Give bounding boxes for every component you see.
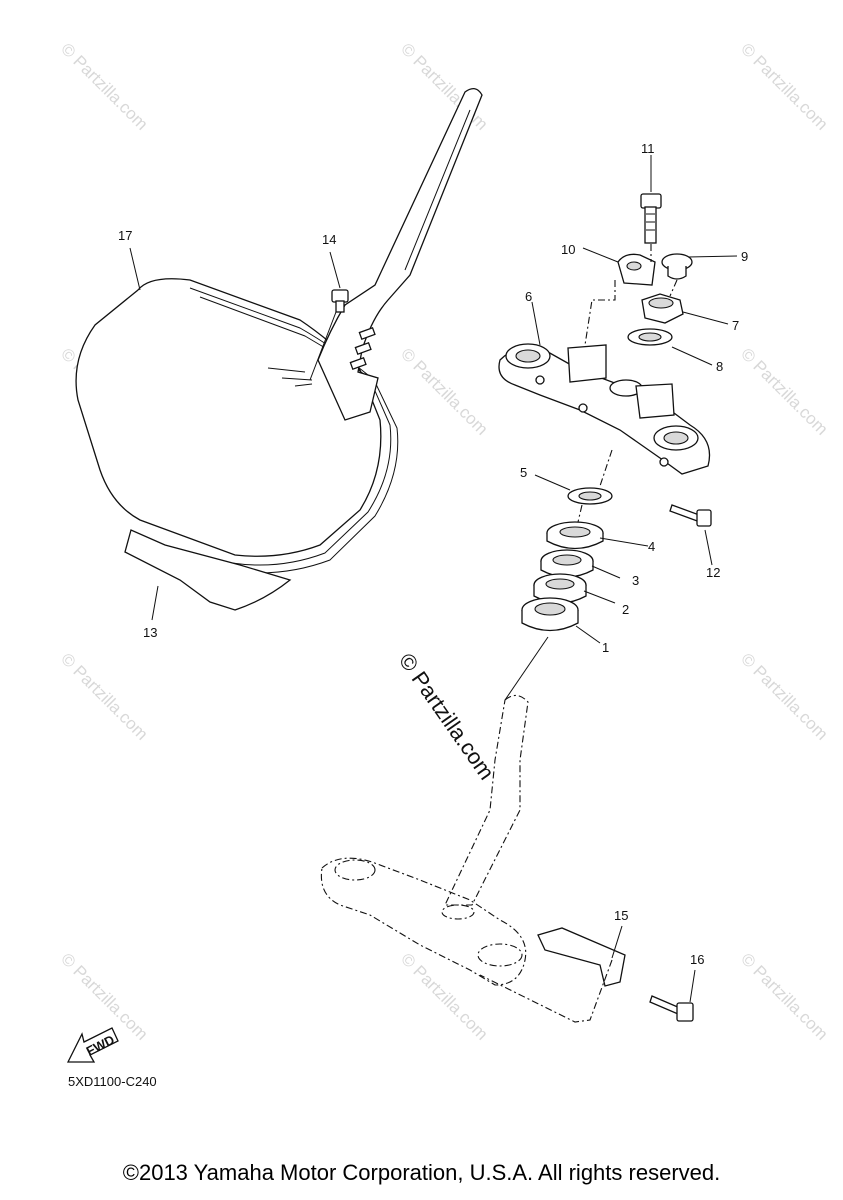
watermark: © Partzilla.com — [737, 344, 831, 438]
watermark: © Partzilla.com — [737, 949, 831, 1043]
fwd-arrow-icon: FWD — [66, 1027, 119, 1063]
callout-2: 2 — [622, 602, 629, 617]
number-plate — [75, 278, 399, 611]
ring-nut — [546, 521, 604, 550]
callout-8: 8 — [716, 359, 723, 374]
bolt-16 — [649, 995, 694, 1022]
watermark: © Partzilla.com — [737, 649, 831, 743]
callout-9: 9 — [741, 249, 748, 264]
watermark: © Partzilla.com — [397, 344, 491, 438]
upper-bracket — [498, 343, 711, 475]
steering-stem-nut — [641, 293, 684, 324]
callout-14: 14 — [322, 232, 336, 247]
callout-11: 11 — [641, 141, 655, 156]
watermark: © Partzilla.com — [57, 949, 151, 1043]
diagram-code: 5XD1100-C240 — [68, 1074, 157, 1089]
bolt-12 — [669, 504, 712, 527]
callout-17: 17 — [118, 228, 132, 243]
callout-15: 15 — [614, 908, 628, 923]
washer-5-hole — [578, 491, 602, 501]
center-watermark: © Partzilla.com — [394, 649, 500, 785]
callout-3: 3 — [632, 573, 639, 588]
callout-6: 6 — [525, 289, 532, 304]
under-bracket — [320, 694, 529, 986]
fwd-label: FWD — [84, 1032, 117, 1059]
watermark: © Partzilla.com — [57, 649, 151, 743]
leader-lines — [129, 155, 738, 1023]
callout-10: 10 — [561, 242, 575, 257]
bearing-1 — [521, 597, 579, 632]
cap-9 — [661, 253, 693, 280]
copyright-notice: ©2013 Yamaha Motor Corporation, U.S.A. A… — [122, 1160, 721, 1185]
number-plate-strap — [317, 88, 483, 421]
callout-12: 12 — [706, 565, 720, 580]
watermark: © Partzilla.com — [57, 39, 151, 133]
callout-5: 5 — [520, 465, 527, 480]
handlebar-holder-cap — [617, 253, 656, 286]
watermark: © Partzilla.com — [397, 39, 491, 133]
bracket-15 — [537, 927, 626, 987]
callout-4: 4 — [648, 539, 655, 554]
watermark: © Partzilla.com — [737, 39, 831, 133]
bolt-11 — [640, 193, 662, 244]
callout-13: 13 — [143, 625, 157, 640]
callout-1: 1 — [602, 640, 609, 655]
callout-7: 7 — [732, 318, 739, 333]
bearing-cover — [540, 549, 594, 578]
washer-8-hole — [638, 332, 662, 342]
callout-16: 16 — [690, 952, 704, 967]
bolt-14 — [309, 289, 349, 381]
watermark: © Partzilla.com — [397, 949, 491, 1043]
